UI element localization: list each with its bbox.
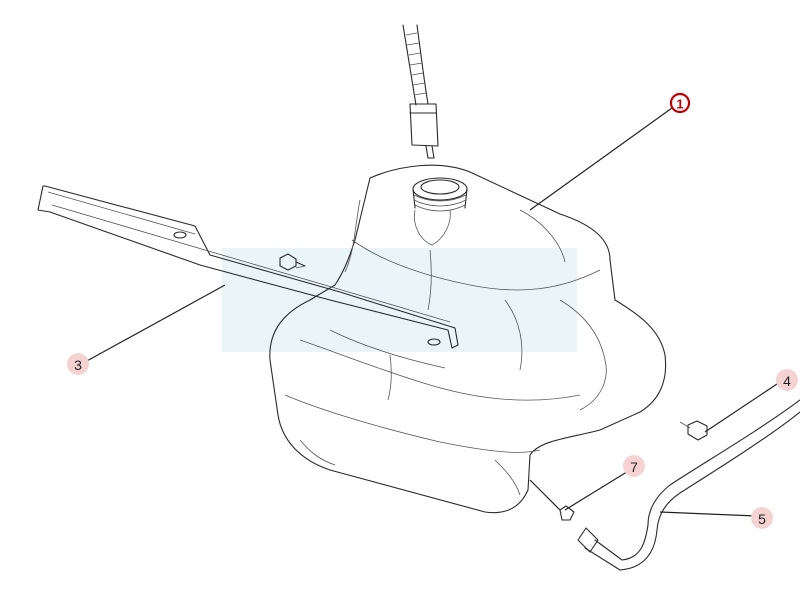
callout-3-label: 3: [74, 357, 82, 373]
callout-4: 4: [776, 369, 798, 391]
strap-bolt: [279, 253, 306, 271]
part-7-clip: [559, 505, 575, 521]
callout-7-label: 7: [630, 459, 638, 475]
fuel-tank: [269, 164, 667, 514]
part-4-bolt: [679, 420, 708, 441]
callout-3: 3: [67, 353, 89, 375]
callout-4-label: 4: [783, 373, 791, 389]
watermark: [222, 248, 577, 352]
fuel-hose-upper: [402, 24, 439, 159]
callout-5-label: 5: [758, 511, 766, 527]
tank-strap: [37, 185, 459, 349]
filler-neck: [412, 177, 468, 246]
callout-1: 1: [669, 92, 691, 114]
callout-5: 5: [751, 507, 773, 529]
part-5-fuel-line: [577, 399, 800, 571]
leader-lines: [84, 107, 781, 517]
callout-1-label: 1: [676, 97, 683, 112]
callout-7: 7: [623, 455, 645, 477]
